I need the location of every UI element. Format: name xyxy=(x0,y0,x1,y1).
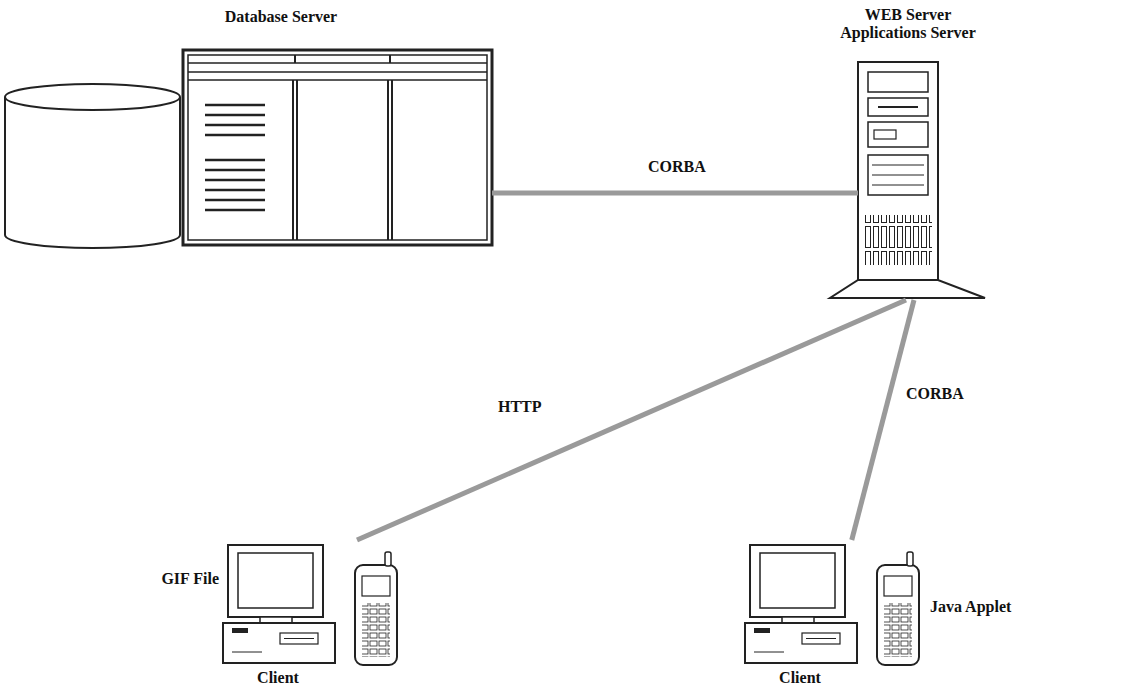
client-computer-and-phone xyxy=(223,545,397,665)
database-window xyxy=(183,50,492,245)
server-tower xyxy=(830,62,985,298)
device-node: WEB Server Applications Server xyxy=(858,62,938,300)
protocol-label: CORBA xyxy=(906,385,964,403)
network-link xyxy=(357,300,906,540)
device-caption: WEB Server Applications Server xyxy=(823,6,993,42)
device-caption: Client xyxy=(218,669,338,687)
device-caption: Database Server xyxy=(171,8,391,26)
database-cylinder xyxy=(5,97,180,248)
client-computer-and-phone xyxy=(745,545,919,665)
network-link xyxy=(492,190,858,195)
device-node: GIF FileClient xyxy=(223,540,400,665)
device-node: Database Server xyxy=(5,50,492,245)
device-node: ClientJava Applet xyxy=(745,540,920,665)
protocol-label: HTTP xyxy=(498,398,542,416)
device-caption: Java Applet xyxy=(930,598,1050,616)
device-caption: GIF File xyxy=(145,570,219,588)
protocol-label: CORBA xyxy=(648,158,706,176)
database-cylinder-top xyxy=(5,84,180,110)
device-caption: Client xyxy=(740,669,860,687)
network-link xyxy=(852,300,914,540)
